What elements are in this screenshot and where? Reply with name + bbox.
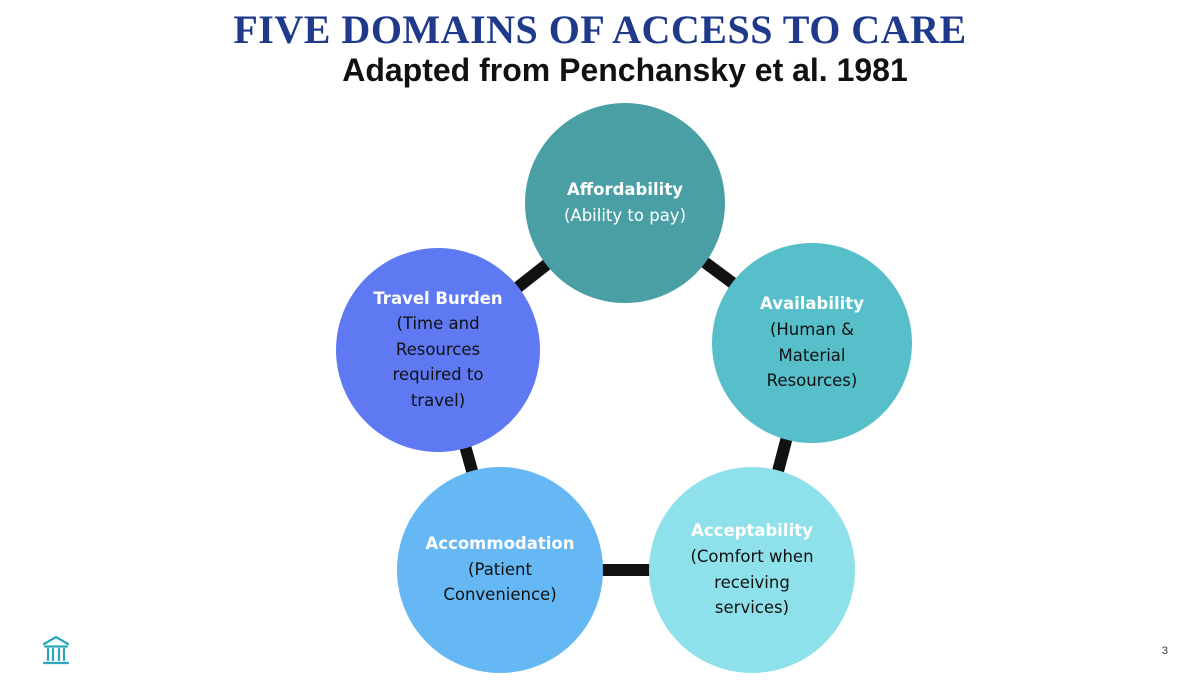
domain-availability: Availability (Human & Material Resources… <box>712 243 912 443</box>
page-number: 3 <box>1161 645 1168 657</box>
domain-description: (Human & Material Resources) <box>766 320 858 391</box>
domain-description: (Time and Resources required to travel) <box>392 314 484 410</box>
domain-acceptability: Acceptability (Comfort when receiving se… <box>649 467 855 673</box>
domain-accommodation: Accommodation (Patient Convenience) <box>397 467 603 673</box>
domain-name: Affordability <box>567 179 683 199</box>
slide-subtitle: Adapted from Penchansky et al. 1981 <box>342 52 908 88</box>
institution-columns-icon <box>42 635 70 665</box>
domain-travel-burden: Travel Burden (Time and Resources requir… <box>336 248 540 452</box>
domain-name: Acceptability <box>691 521 813 541</box>
domain-description: (Ability to pay) <box>563 205 687 225</box>
domain-name: Travel Burden <box>373 288 503 308</box>
domain-name: Availability <box>760 294 864 314</box>
slide-title: FIVE DOMAINS OF ACCESS TO CARE <box>233 7 967 52</box>
domain-affordability: Affordability (Ability to pay) <box>525 103 725 303</box>
domain-name: Accommodation <box>425 534 575 554</box>
domain-description: (Comfort when receiving services) <box>690 547 814 618</box>
domain-description: (Patient Convenience) <box>443 559 557 605</box>
